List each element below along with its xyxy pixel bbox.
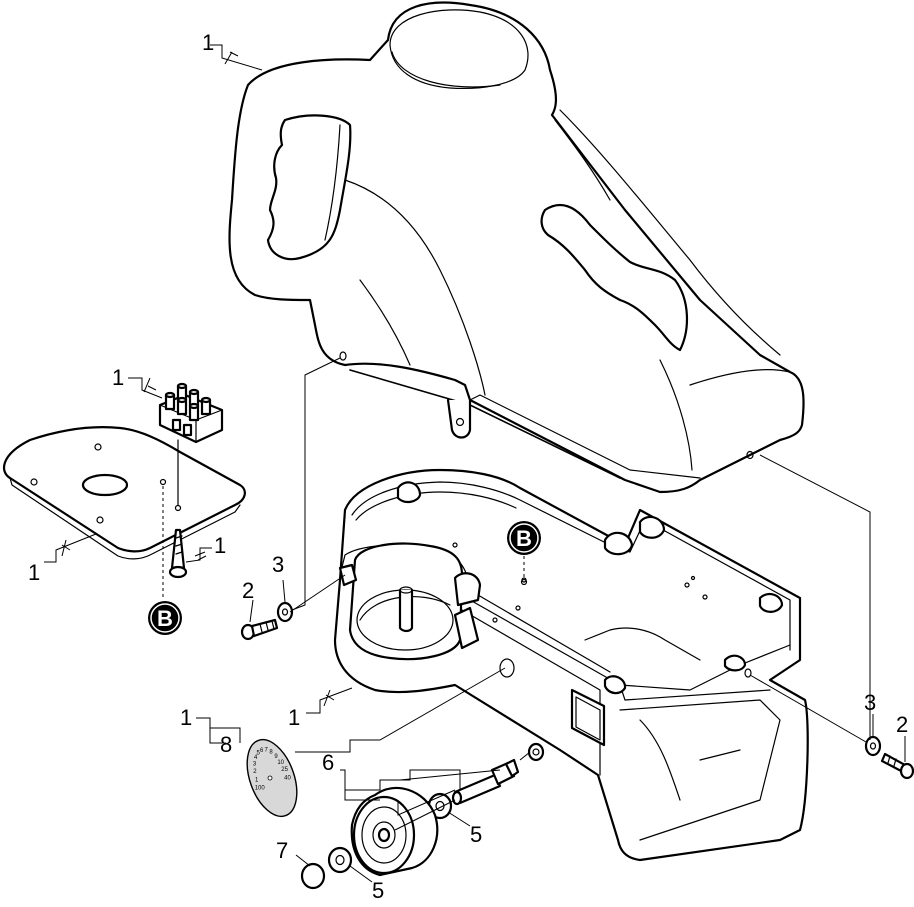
callout-washer-left: 3 bbox=[272, 552, 284, 577]
washer-left bbox=[276, 601, 294, 623]
dial-scale-label: 40 bbox=[284, 775, 291, 781]
callout-washer-mid: 5 bbox=[470, 822, 482, 847]
wheel bbox=[350, 786, 439, 877]
callouts: 1 1 1 1 1 1 8 2 3 3 2 6 5 5 7 bbox=[28, 30, 908, 903]
callout-dial-group: 1 bbox=[180, 705, 192, 730]
dial-scale-label: 5 bbox=[257, 750, 261, 756]
housing bbox=[333, 468, 809, 862]
housing-badge-label: B bbox=[516, 526, 532, 551]
callout-screw-left: 2 bbox=[242, 578, 254, 603]
callout-washer-low: 5 bbox=[372, 878, 384, 903]
screw-left bbox=[240, 618, 279, 641]
screw-right bbox=[880, 752, 914, 780]
callout-wheel-axle-group: 6 bbox=[322, 750, 334, 775]
dial-scale-label: 9 bbox=[274, 754, 278, 760]
dial-scale-label: 8 bbox=[269, 750, 273, 756]
callout-cap: 7 bbox=[276, 838, 288, 863]
dial-scale-label: 25 bbox=[281, 767, 288, 773]
cap bbox=[300, 862, 326, 890]
base-plate bbox=[2, 426, 246, 560]
dial-scale-label: 100 bbox=[255, 786, 266, 792]
dial-scale-label: 2 bbox=[253, 769, 257, 775]
callout-handle-cover: 1 bbox=[202, 30, 214, 55]
handle-cover bbox=[228, 1, 805, 494]
plate-badge: B bbox=[148, 486, 182, 635]
dial-scale-label: 10 bbox=[277, 760, 284, 766]
callout-base-plate: 1 bbox=[28, 560, 40, 585]
dial-scale-label: 4 bbox=[254, 755, 258, 761]
washer-low bbox=[327, 846, 353, 874]
leader-lines bbox=[44, 44, 906, 883]
dial-scale-label: 1 bbox=[255, 777, 259, 783]
callout-terminal-block: 1 bbox=[112, 365, 124, 390]
washer-right bbox=[864, 735, 882, 757]
callout-plate-screw: 1 bbox=[214, 533, 226, 558]
callout-screw-right: 2 bbox=[896, 712, 908, 737]
dial-scale-label: 6 bbox=[260, 748, 264, 754]
dial-scale-label: 7 bbox=[265, 748, 269, 754]
plate-badge-label: B bbox=[157, 606, 173, 631]
axle-bolt bbox=[451, 758, 520, 806]
housing-badge: B bbox=[507, 521, 541, 583]
plate-screw bbox=[168, 528, 188, 579]
callout-washer-right: 3 bbox=[864, 690, 876, 715]
terminal-block bbox=[158, 382, 224, 506]
callout-housing: 1 bbox=[288, 705, 300, 730]
dial-scale-label: 3 bbox=[253, 762, 257, 768]
callout-dial: 8 bbox=[220, 732, 232, 757]
